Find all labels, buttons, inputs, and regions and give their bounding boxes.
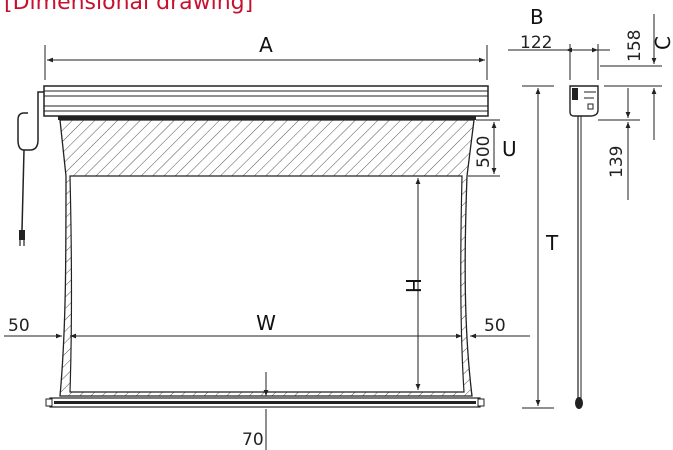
dimension-h: H — [401, 178, 425, 390]
dimension-bottom-bar: 70 — [242, 372, 269, 450]
value-u-drop: 500 — [474, 136, 494, 168]
screen-surface — [59, 119, 475, 397]
value-left-border: 50 — [8, 316, 30, 336]
power-cable — [17, 91, 44, 246]
label-u: U — [502, 137, 517, 161]
dimension-a: A — [44, 33, 488, 80]
label-h: H — [401, 278, 425, 293]
value-side-depth: 139 — [607, 146, 627, 178]
bottom-bar — [45, 397, 485, 408]
label-b: B — [530, 5, 544, 29]
label-c: C — [651, 36, 673, 50]
value-c-height: 158 — [625, 30, 645, 62]
value-right-border: 50 — [484, 316, 506, 336]
dimension-u: 500 U — [468, 119, 517, 177]
side-view: B 122 158 C 139 — [508, 5, 673, 409]
label-t: T — [545, 231, 559, 255]
dimension-w: W 50 50 — [4, 311, 530, 339]
label-w: W — [256, 311, 276, 335]
label-a: A — [259, 33, 273, 57]
value-bottom-bar: 70 — [242, 430, 264, 450]
dimension-t: T — [522, 85, 559, 409]
value-b-width: 122 — [520, 33, 552, 53]
screen-casing — [43, 85, 489, 120]
drawing-title: [Dimensional drawing] — [4, 0, 254, 15]
